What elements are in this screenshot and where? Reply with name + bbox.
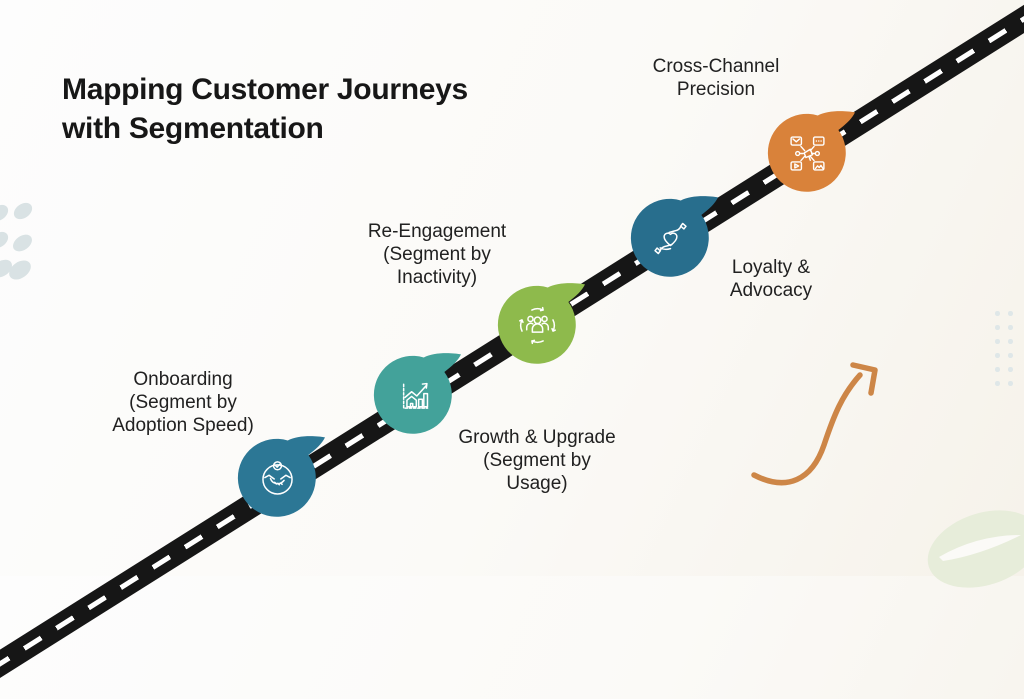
pin-droplet-shape (497, 283, 585, 364)
milestone-pin-loyalty-advocacy (623, 186, 718, 281)
growth-chart-icon (402, 382, 429, 409)
milestone-pin-re-engagement (366, 343, 461, 438)
dots-pattern-right (993, 311, 1017, 391)
milestone-label-loyalty-advocacy: Loyalty & Advocacy (729, 257, 813, 301)
pin-droplet-shape (630, 196, 718, 277)
milestone-label-growth-upgrade: Growth & Upgrade (Segment by Usage) (458, 427, 616, 494)
slide-title: Mapping Customer Journeys with Segmentat… (62, 73, 468, 145)
leaf-shape (927, 510, 1024, 588)
dot (0, 201, 12, 225)
dot (0, 228, 12, 252)
pin-droplet-shape (373, 353, 461, 434)
handshake-badge-icon (262, 461, 293, 495)
curved-arrow-icon (751, 362, 878, 486)
milestone-pin-cross-channel (760, 101, 855, 196)
milestone-pin-growth-upgrade (490, 273, 585, 368)
hands-holding-heart-icon (654, 222, 687, 255)
milestone-pin-onboarding (230, 426, 325, 521)
milestone-label-re-engagement: Re-Engagement (Segment by Inactivity) (367, 221, 507, 288)
people-sync-icon (519, 306, 556, 345)
milestone-label-onboarding: Onboarding (Segment by Adoption Speed) (112, 369, 254, 436)
dot (10, 199, 36, 223)
pin-droplet-shape (237, 436, 325, 517)
dot (9, 231, 36, 255)
milestone-label-cross-channel: Cross-Channel Precision (652, 56, 780, 100)
multichannel-network-icon (790, 136, 825, 171)
